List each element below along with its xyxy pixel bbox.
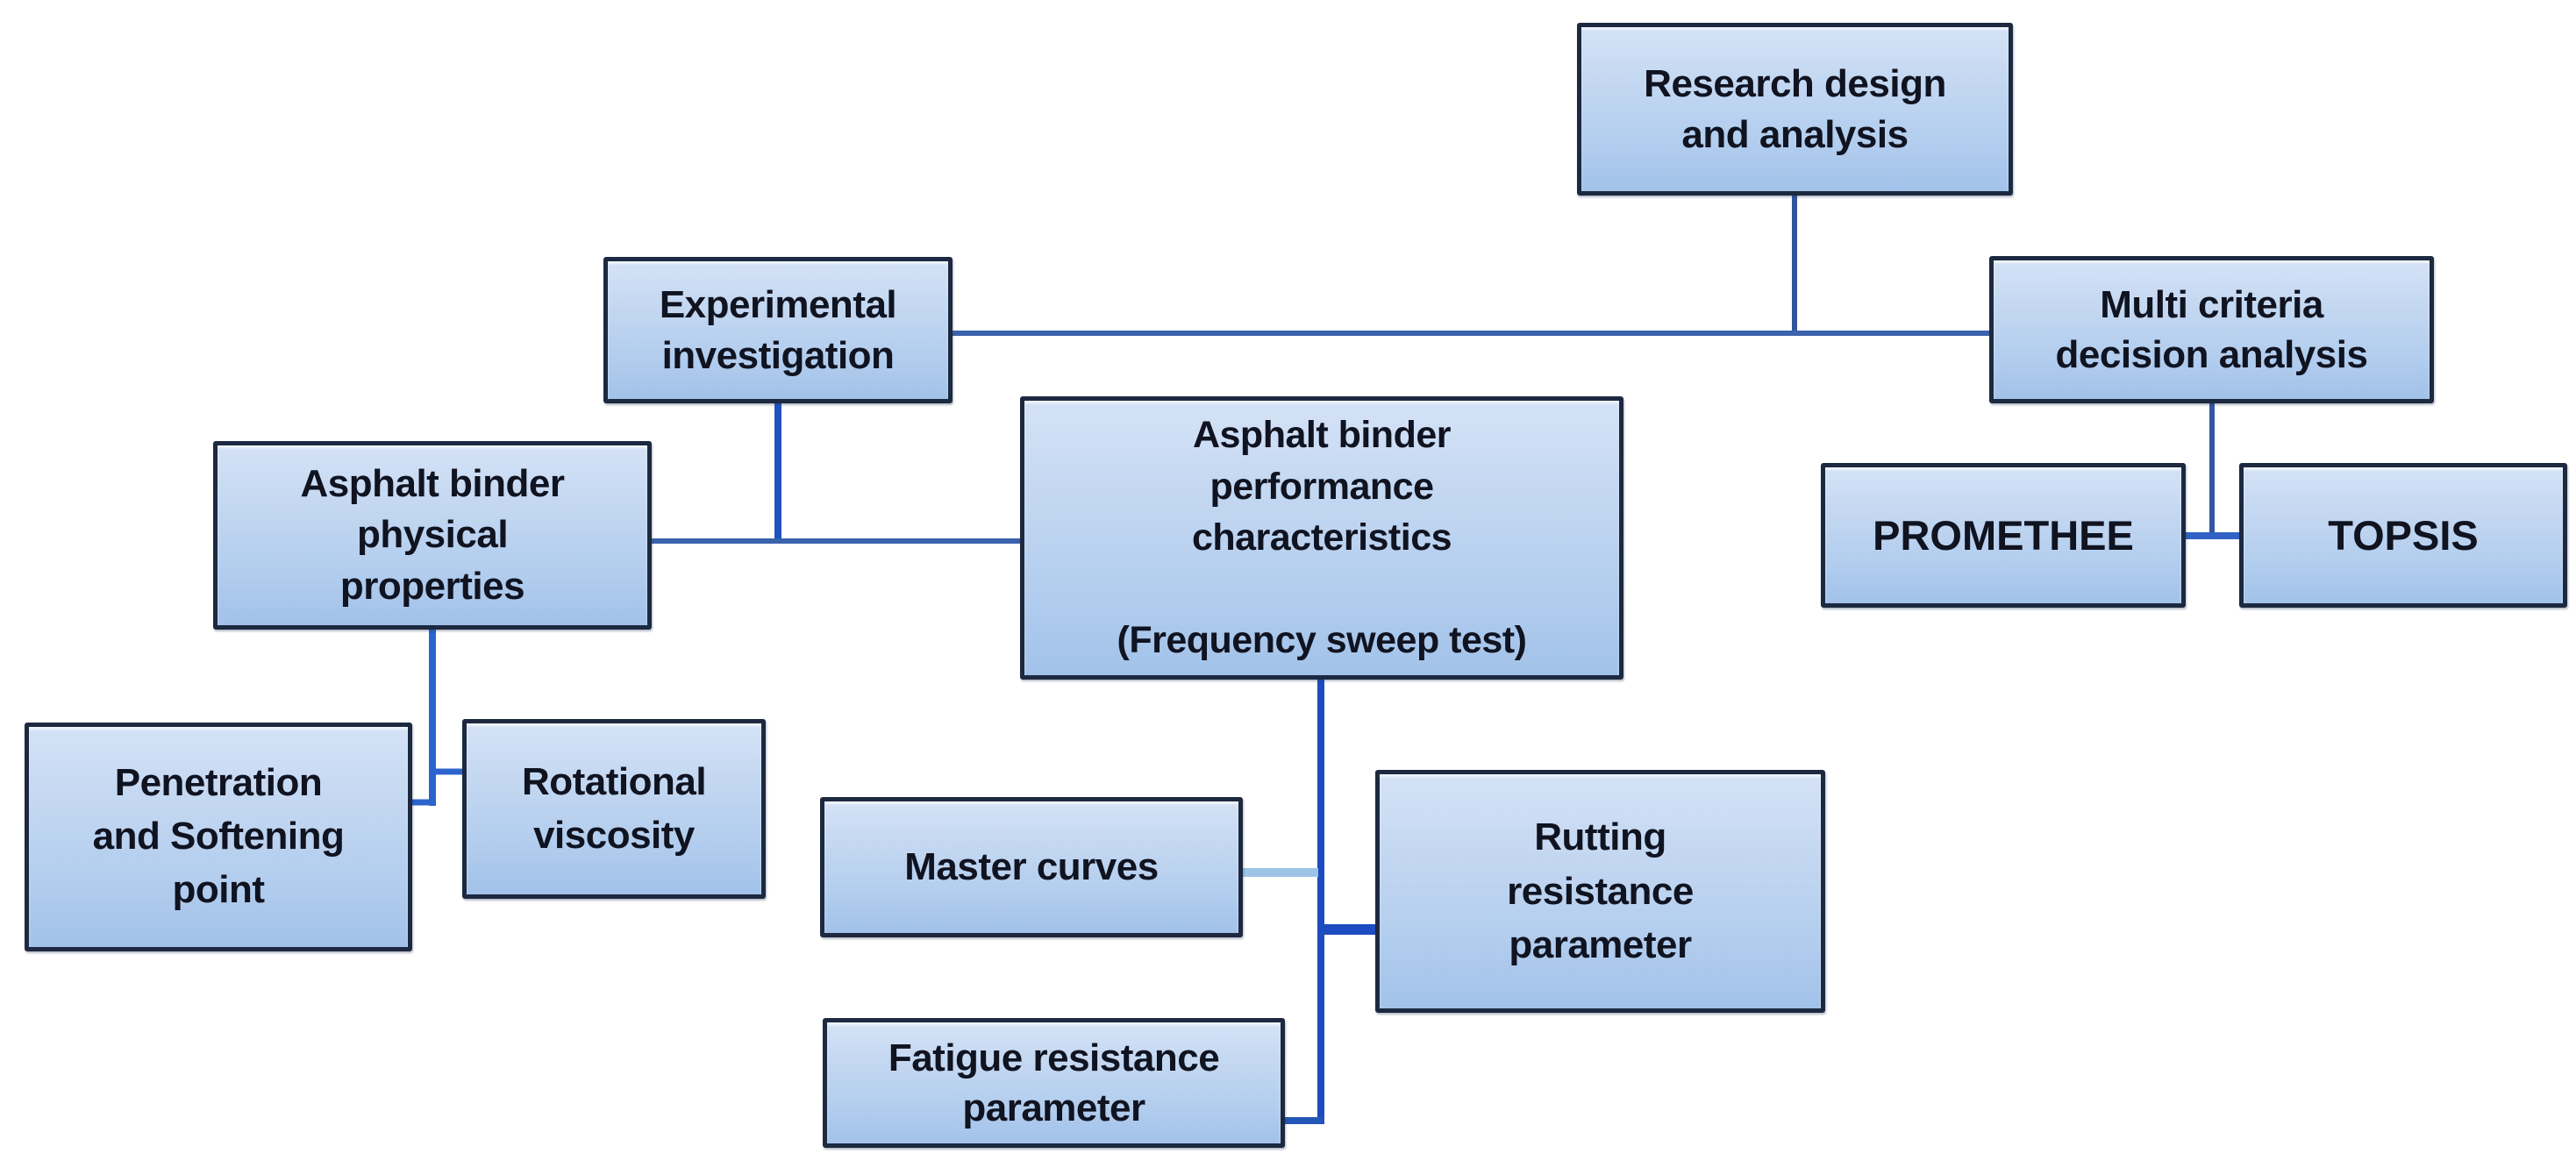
node-promethee: PROMETHEE (1821, 463, 2186, 608)
node-rotational-viscosity: Rotational viscosity (462, 719, 766, 899)
node-master-curves: Master curves (820, 797, 1243, 937)
node-multi-criteria-decision-analysis: Multi criteria decision analysis (1989, 256, 2434, 403)
node-penetration-and-softening-point: Penetration and Softening point (25, 723, 412, 951)
node-asphalt-binder-performance-characteristics: Asphalt binder performance characteristi… (1020, 396, 1623, 680)
node-rutting-resistance-parameter: Rutting resistance parameter (1375, 770, 1825, 1013)
node-fatigue-resistance-parameter: Fatigue resistance parameter (823, 1018, 1285, 1148)
node-research-design-and-analysis: Research design and analysis (1577, 23, 2013, 196)
node-experimental-investigation: Experimental investigation (603, 257, 953, 403)
node-asphalt-binder-physical-properties: Asphalt binder physical properties (213, 441, 652, 630)
node-topsis: TOPSIS (2239, 463, 2567, 608)
